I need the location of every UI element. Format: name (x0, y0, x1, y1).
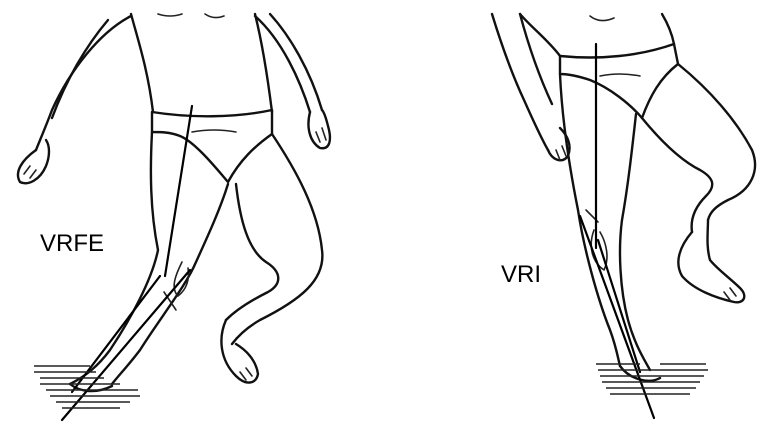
left-hand-left (18, 140, 49, 183)
right-stance-leg-inner (620, 114, 650, 370)
right-briefs (560, 44, 678, 118)
right-swing-foot (678, 220, 744, 302)
left-torso-left-contour (131, 14, 153, 112)
left-body-axis-line (165, 106, 192, 276)
left-swing-leg-outer (232, 134, 322, 344)
left-leg-axis-line (62, 270, 190, 420)
left-ground-hatch (34, 366, 140, 408)
right-stance-leg-outer (560, 74, 620, 366)
right-swing-leg-inner (642, 118, 712, 232)
left-briefs (152, 110, 272, 182)
right-ground-hatch (596, 364, 708, 394)
figure-right: VRI (492, 14, 755, 418)
left-swing-foot (221, 320, 258, 383)
left-tibia-line (72, 276, 160, 392)
left-stance-leg-outer (70, 132, 158, 384)
right-torso-right-contour (662, 14, 674, 44)
left-arm-back (36, 16, 131, 150)
right-swing-leg-outer (678, 64, 755, 220)
left-swing-leg-inner (226, 184, 278, 320)
left-torso-right-contour (255, 14, 272, 112)
label-vrfe: VRFE (40, 230, 104, 257)
figure-left: VRFE (18, 14, 330, 420)
left-stance-leg-inner (112, 184, 228, 384)
left-hand-right (308, 110, 329, 148)
label-vri: VRI (501, 261, 541, 288)
